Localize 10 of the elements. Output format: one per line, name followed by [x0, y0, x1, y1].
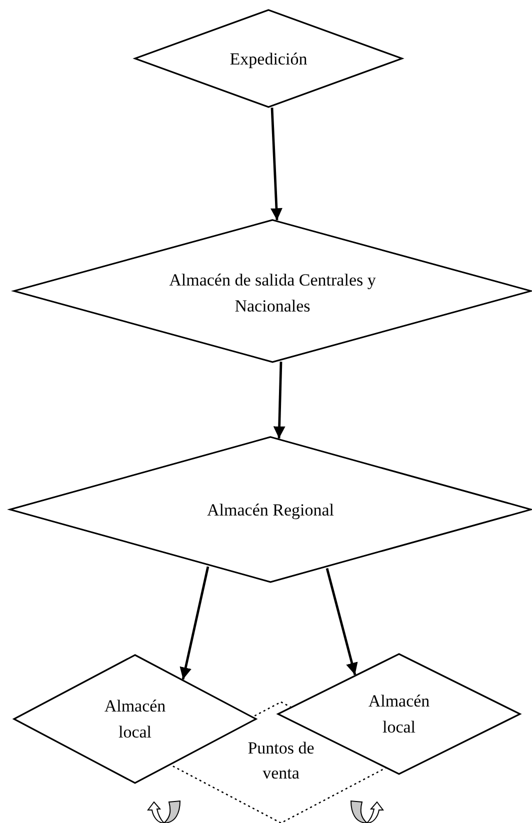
node-label: Almacén local: [103, 696, 167, 743]
arrow: [180, 566, 210, 680]
arrow: [270, 108, 282, 220]
node-label: Almacén de salida Centrales y Nacionales: [168, 270, 377, 317]
node-label: Expedición: [228, 48, 308, 70]
node-label: Almacén Regional: [206, 498, 335, 522]
arrow: [273, 362, 286, 438]
node-label: Almacén local: [367, 690, 431, 738]
node-label: Puntos de venta: [246, 737, 316, 784]
arrow: [326, 568, 358, 676]
